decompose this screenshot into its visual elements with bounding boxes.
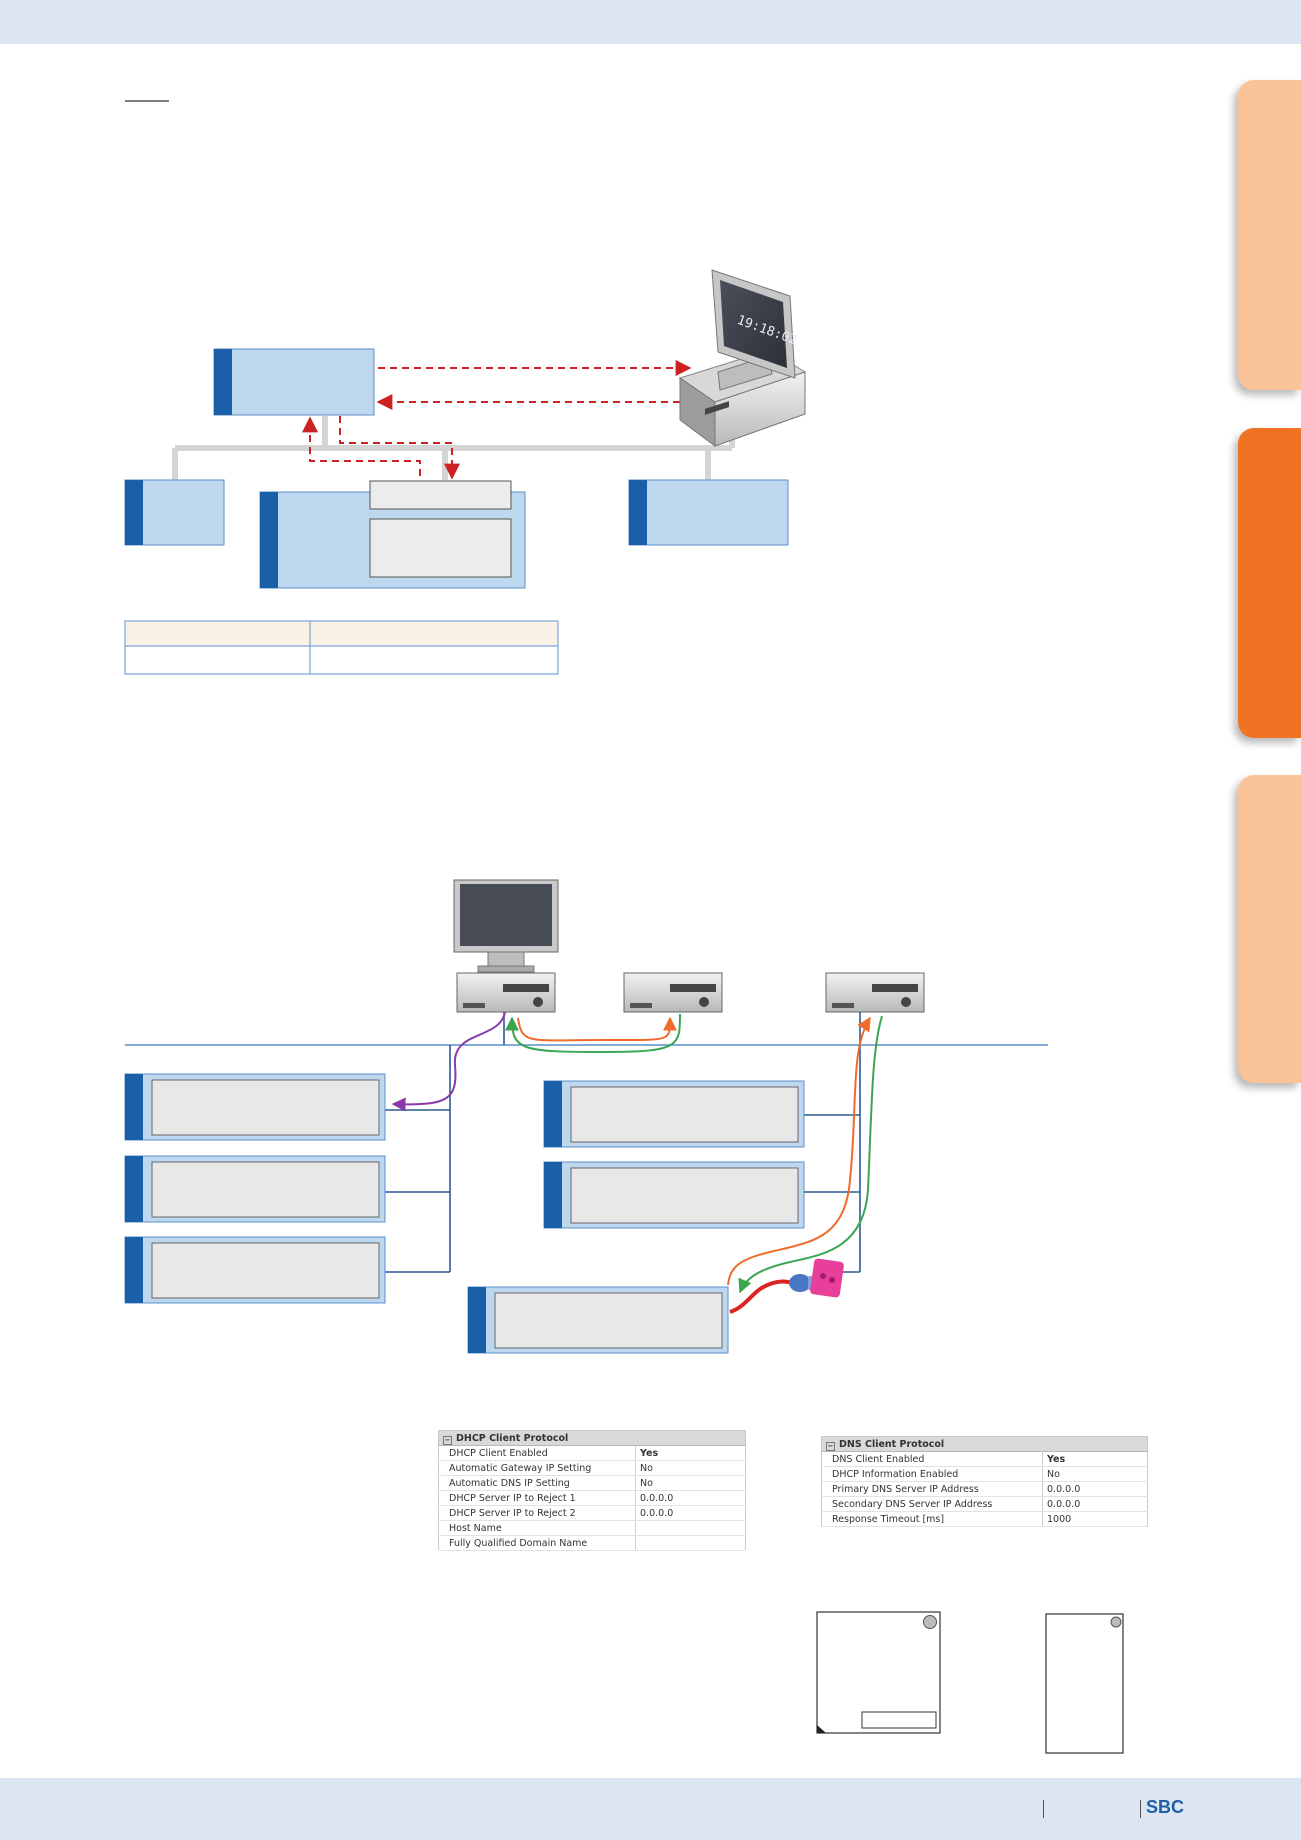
property-value[interactable]: [635, 1535, 746, 1551]
plug-and-socket-icon: [729, 1258, 844, 1314]
bottom-computer-with-monitor: [453, 879, 559, 1013]
property-name: Primary DNS Server IP Address: [821, 1481, 1043, 1497]
top-computer-icon: 19:18:02: [678, 269, 807, 447]
property-value[interactable]: 0.0.0.0: [635, 1505, 746, 1521]
property-value[interactable]: 1000: [1042, 1511, 1148, 1527]
footer-brand[interactable]: SBC: [1146, 1797, 1185, 1817]
bottom-band: [0, 1778, 1301, 1840]
table-row[interactable]: Host Name: [438, 1520, 746, 1536]
property-name: DHCP Client Enabled: [438, 1445, 636, 1461]
side-tab-2-active[interactable]: [1238, 428, 1301, 738]
top-band: [0, 0, 1301, 44]
dhcp-table-title: DHCP Client Protocol: [456, 1432, 569, 1444]
bottom-computer-right: [825, 972, 925, 1013]
table-row[interactable]: Response Timeout [ms]1000: [821, 1511, 1148, 1527]
bottom-flow-arrows: [391, 1011, 883, 1294]
property-value[interactable]: Yes: [1042, 1451, 1148, 1467]
bottom-left-box-1: [124, 1073, 386, 1141]
property-name: Response Timeout [ms]: [821, 1511, 1043, 1527]
property-name: DNS Client Enabled: [821, 1451, 1043, 1467]
table-row[interactable]: Fully Qualified Domain Name: [438, 1535, 746, 1551]
bottom-left-box-2: [124, 1155, 386, 1223]
collapse-icon[interactable]: −: [443, 1435, 452, 1445]
property-value[interactable]: No: [635, 1460, 746, 1476]
collapse-icon[interactable]: −: [826, 1441, 835, 1451]
top-device-box: [213, 348, 375, 416]
property-value[interactable]: No: [635, 1475, 746, 1491]
property-value[interactable]: Yes: [635, 1445, 746, 1461]
top-network-bus: [172, 416, 735, 480]
device-drawing-square: [816, 1611, 941, 1734]
bottom-right-box-1: [543, 1080, 805, 1148]
dhcp-table-header[interactable]: −DHCP Client Protocol: [438, 1430, 746, 1446]
property-value[interactable]: [635, 1520, 746, 1536]
property-name: Automatic Gateway IP Setting: [438, 1460, 636, 1476]
property-name: DHCP Information Enabled: [821, 1466, 1043, 1482]
property-value[interactable]: No: [1042, 1466, 1148, 1482]
right-device-box: [628, 479, 789, 546]
footer-separator-1: [1043, 1800, 1044, 1818]
property-name: Automatic DNS IP Setting: [438, 1475, 636, 1491]
property-name: DHCP Server IP to Reject 2: [438, 1505, 636, 1521]
property-value[interactable]: 0.0.0.0: [1042, 1481, 1148, 1497]
dns-table-header[interactable]: −DNS Client Protocol: [821, 1436, 1148, 1452]
bottom-center-box: [467, 1286, 729, 1354]
top-red-arrows: [302, 360, 692, 480]
bottom-right-box-2: [543, 1161, 805, 1229]
top-info-table: [124, 620, 559, 675]
bottom-left-box-3: [124, 1236, 386, 1304]
bottom-connector-lines: [385, 1012, 861, 1273]
dhcp-client-protocol-table: −DHCP Client Protocol DHCP Client Enable…: [438, 1430, 746, 1551]
property-name: Secondary DNS Server IP Address: [821, 1496, 1043, 1512]
property-value[interactable]: 0.0.0.0: [635, 1490, 746, 1506]
footer-separator-2: [1140, 1800, 1141, 1818]
dns-table-title: DNS Client Protocol: [839, 1438, 945, 1450]
property-name: DHCP Server IP to Reject 1: [438, 1490, 636, 1506]
center-device-box: [259, 480, 526, 589]
property-name: Fully Qualified Domain Name: [438, 1535, 636, 1551]
side-tab-1[interactable]: [1238, 80, 1301, 390]
left-device-box: [124, 479, 225, 546]
device-drawing-tall: [1045, 1613, 1124, 1754]
bottom-computer-middle: [623, 972, 723, 1013]
property-value[interactable]: 0.0.0.0: [1042, 1496, 1148, 1512]
side-tab-3[interactable]: [1238, 775, 1301, 1083]
property-name: Host Name: [438, 1520, 636, 1536]
